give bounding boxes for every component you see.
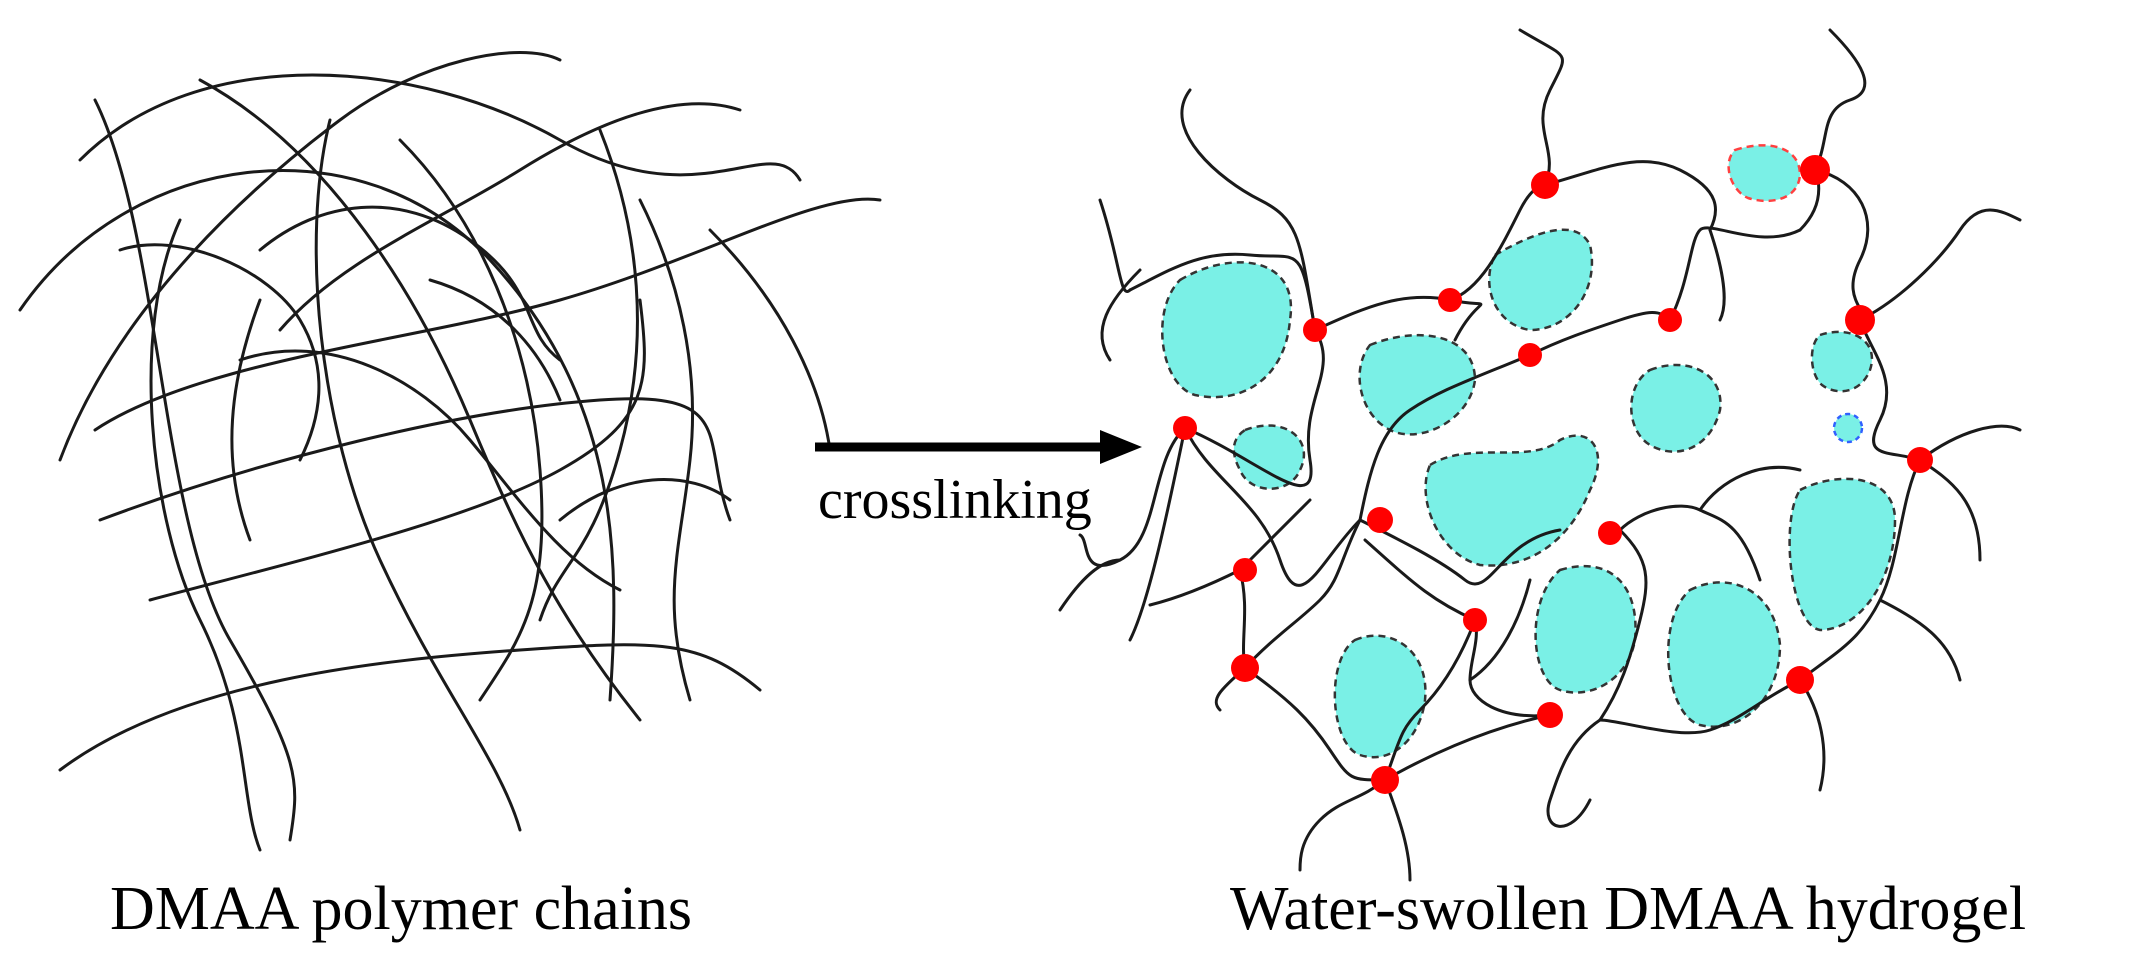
- crosslink-point: [1845, 305, 1875, 335]
- crosslink-point: [1786, 666, 1814, 694]
- water-pocket-red-outline: [1727, 144, 1802, 203]
- water-pocket: [1358, 333, 1477, 436]
- hydrogel-chains: [1058, 28, 2022, 882]
- crosslinking-label: crosslinking: [818, 469, 1092, 531]
- water-pocket: [1666, 581, 1782, 728]
- water-pocket: [1333, 634, 1427, 759]
- crosslink-point: [1598, 521, 1622, 545]
- crosslink-point: [1438, 288, 1462, 312]
- water-pocket: [1161, 261, 1293, 399]
- water-pockets: [1161, 228, 1897, 759]
- water-pocket: [1487, 228, 1594, 332]
- polymer-chains-illustration: [18, 51, 882, 852]
- water-pocket: [1630, 363, 1722, 453]
- crosslink-point: [1658, 308, 1682, 332]
- crosslink-point: [1531, 171, 1559, 199]
- water-pocket: [1810, 330, 1874, 393]
- crosslink-point: [1231, 654, 1259, 682]
- polymer-chains-caption: DMAA polymer chains: [110, 875, 693, 943]
- crosslink-point: [1371, 766, 1399, 794]
- crosslink-point: [1173, 416, 1197, 440]
- water-pocket: [1534, 564, 1637, 694]
- crosslink-point: [1800, 155, 1830, 185]
- crosslink-point: [1303, 318, 1327, 342]
- crosslink-point: [1367, 507, 1393, 533]
- water-pocket-blue-outline: [1832, 412, 1864, 444]
- water-pocket: [1788, 477, 1897, 632]
- crosslink-point: [1537, 702, 1563, 728]
- crosslink-point: [1518, 343, 1542, 367]
- crosslink-point: [1233, 558, 1257, 582]
- water-pocket: [1424, 434, 1600, 567]
- crosslink-point: [1907, 447, 1933, 473]
- hydrogel-caption: Water-swollen DMAA hydrogel: [1230, 875, 2027, 943]
- crosslink-points: [1173, 155, 1933, 794]
- crosslink-point: [1463, 608, 1487, 632]
